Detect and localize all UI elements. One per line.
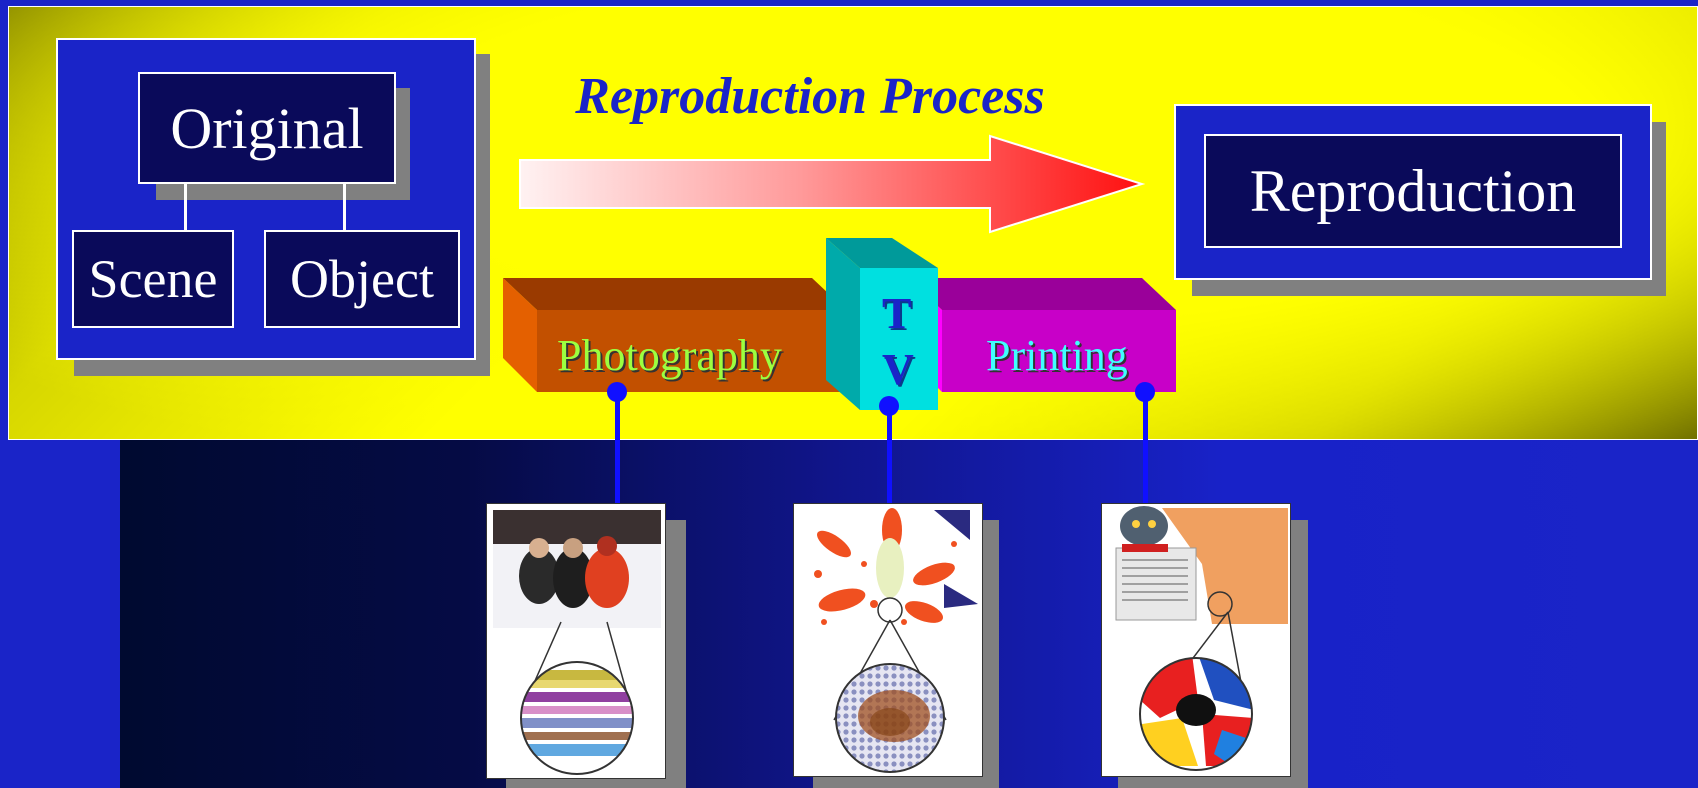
photography-dot [607,382,627,402]
printing-stem [1143,392,1148,504]
tv-label-t: T [882,292,911,336]
tv-label-v: V [882,348,914,392]
media-blocks [0,0,1698,440]
photo-sample-card [486,503,666,779]
tv-sample-card [793,503,983,777]
print-sample-card [1101,503,1291,777]
photography-label: Photography [557,334,782,378]
photo-sample-icon [487,504,666,779]
tv-stem [887,406,892,504]
photography-stem [615,392,620,504]
tv-dot [879,396,899,416]
tv-sample-icon [794,504,983,777]
print-sample-icon [1102,504,1291,777]
printing-dot [1135,382,1155,402]
printing-label: Printing [986,334,1128,378]
